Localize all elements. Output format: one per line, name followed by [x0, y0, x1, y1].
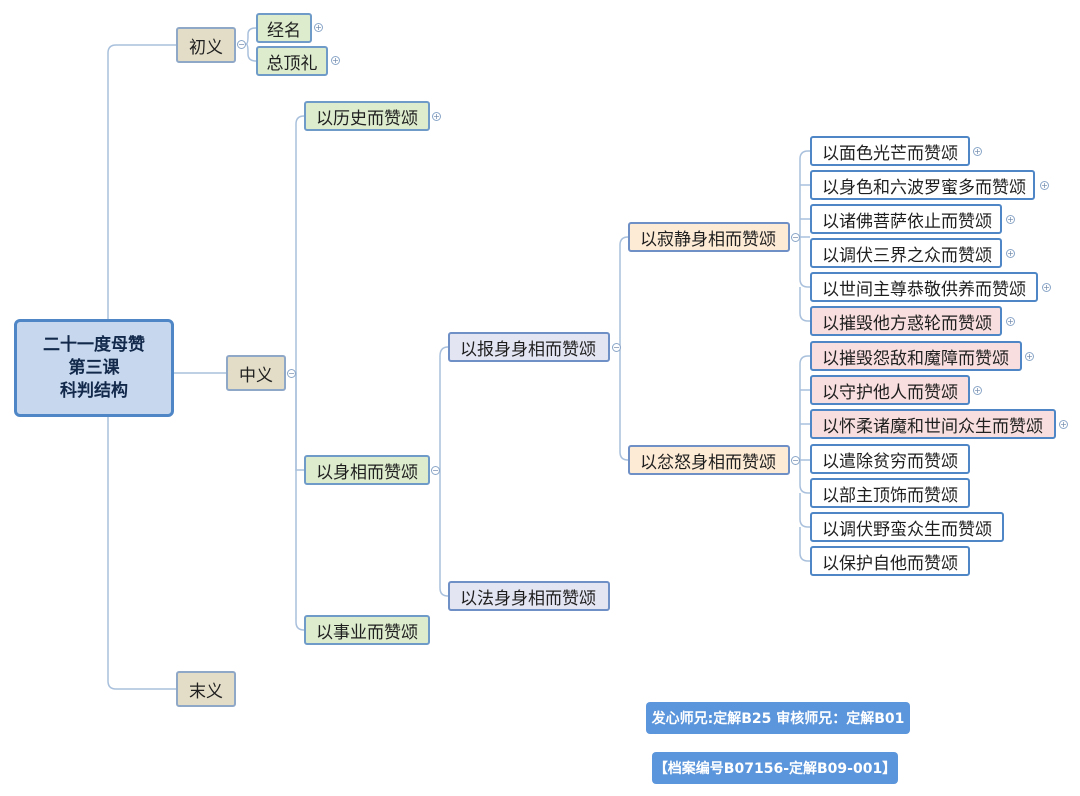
archive-number-note: 【档案编号B07156-定解B09-001】 — [652, 752, 898, 784]
collapsed-marker-icon[interactable]: + — [331, 56, 340, 65]
leaf-node[interactable]: 以保护自他而赞颂 — [810, 546, 970, 576]
node-baoshen[interactable]: 以报身身相而赞颂 — [448, 332, 610, 362]
collapsed-marker-icon[interactable]: + — [314, 23, 323, 32]
root-node[interactable]: 二十一度母赞 第三课 科判结构 — [14, 319, 174, 417]
collapsed-marker-icon[interactable]: + — [1006, 317, 1015, 326]
node-shenxiang[interactable]: 以身相而赞颂 — [304, 455, 430, 485]
node-label: 以怀柔诸魔和世间众生而赞颂 — [822, 416, 1043, 437]
reviewer-credit-note: 发心师兄:定解B25 审核师兄：定解B01 — [646, 702, 910, 734]
node-label: 以面色光芒而赞颂 — [822, 143, 958, 164]
node-label: 以身相而赞颂 — [316, 462, 418, 483]
node-label: 以报身身相而赞颂 — [460, 339, 596, 360]
collapsed-marker-icon[interactable]: + — [432, 112, 441, 121]
leaf-node[interactable]: 以部主顶饰而赞颂 — [810, 478, 970, 508]
leaf-node[interactable]: 以面色光芒而赞颂 — [810, 136, 970, 166]
expand-toggle-icon[interactable]: − — [791, 456, 800, 465]
leaf-node[interactable]: 以诸佛菩萨依止而赞颂 — [810, 204, 1002, 234]
leaf-node[interactable]: 以世间主尊恭敬供养而赞颂 — [810, 272, 1038, 302]
collapsed-marker-icon[interactable]: + — [1040, 181, 1049, 190]
node-label: 以事业而赞颂 — [316, 622, 418, 643]
node-label: 中义 — [239, 365, 273, 386]
leaf-node[interactable]: 以调伏三界之众而赞颂 — [810, 238, 1002, 268]
collapsed-marker-icon[interactable]: + — [1025, 352, 1034, 361]
node-label: 以摧毁怨敌和魔障而赞颂 — [822, 348, 1009, 369]
leaf-node[interactable]: 以摧毁他方惑轮而赞颂 — [810, 306, 1002, 336]
leaf-node[interactable]: 以调伏野蛮众生而赞颂 — [810, 512, 1004, 542]
node-fennu[interactable]: 以忿怒身相而赞颂 — [628, 445, 790, 475]
expand-toggle-icon[interactable]: − — [612, 343, 621, 352]
collapsed-marker-icon[interactable]: + — [1006, 249, 1015, 258]
node-label: 以寂静身相而赞颂 — [640, 229, 776, 250]
note-label: 【档案编号B07156-定解B09-001】 — [653, 761, 897, 777]
leaf-node[interactable]: 以怀柔诸魔和世间众生而赞颂 — [810, 409, 1056, 439]
collapsed-marker-icon[interactable]: + — [1042, 283, 1051, 292]
node-jijing[interactable]: 以寂静身相而赞颂 — [628, 222, 790, 252]
node-label: 经名 — [267, 20, 301, 41]
node-jingming[interactable]: 经名 — [256, 13, 312, 43]
node-label: 以部主顶饰而赞颂 — [822, 485, 958, 506]
root-title-line-1: 二十一度母赞 — [43, 334, 145, 355]
node-chuyi[interactable]: 初义 — [176, 27, 236, 63]
node-label: 总顶礼 — [266, 53, 318, 74]
node-label: 以世间主尊恭敬供养而赞颂 — [822, 279, 1026, 300]
collapsed-marker-icon[interactable]: + — [1059, 420, 1068, 429]
collapsed-marker-icon[interactable]: + — [973, 386, 982, 395]
node-zongdingli[interactable]: 总顶礼 — [256, 46, 328, 76]
node-label: 以调伏野蛮众生而赞颂 — [822, 519, 992, 540]
expand-toggle-icon[interactable]: − — [287, 369, 296, 378]
collapsed-marker-icon[interactable]: + — [973, 147, 982, 156]
node-zhongyi[interactable]: 中义 — [226, 355, 286, 391]
node-label: 以法身身相而赞颂 — [460, 588, 596, 609]
node-label: 以忿怒身相而赞颂 — [640, 452, 776, 473]
node-label: 以历史而赞颂 — [316, 108, 418, 129]
node-label: 以守护他人而赞颂 — [822, 382, 958, 403]
collapsed-marker-icon[interactable]: + — [1006, 215, 1015, 224]
root-title-line-2: 第三课 — [68, 357, 120, 378]
node-fashen[interactable]: 以法身身相而赞颂 — [448, 581, 610, 611]
node-label: 以调伏三界之众而赞颂 — [822, 245, 992, 266]
node-label: 初义 — [189, 37, 223, 58]
leaf-node[interactable]: 以身色和六波罗蜜多而赞颂 — [810, 170, 1035, 200]
node-label: 以遣除贫穷而赞颂 — [822, 451, 958, 472]
root-label: 二十一度母赞 第三课 科判结构 — [43, 334, 145, 403]
node-moyi[interactable]: 末义 — [176, 671, 236, 707]
note-label: 发心师兄:定解B25 审核师兄：定解B01 — [651, 711, 905, 727]
leaf-node[interactable]: 以遣除贫穷而赞颂 — [810, 444, 970, 474]
root-title-line-3: 科判结构 — [60, 380, 128, 401]
node-label: 以诸佛菩萨依止而赞颂 — [822, 211, 992, 232]
node-label: 以身色和六波罗蜜多而赞颂 — [822, 177, 1026, 198]
expand-toggle-icon[interactable]: − — [791, 233, 800, 242]
node-label: 以摧毁他方惑轮而赞颂 — [822, 313, 992, 334]
leaf-node[interactable]: 以摧毁怨敌和魔障而赞颂 — [810, 341, 1022, 371]
leaf-node[interactable]: 以守护他人而赞颂 — [810, 375, 970, 405]
node-lishi[interactable]: 以历史而赞颂 — [304, 101, 430, 131]
expand-toggle-icon[interactable]: − — [431, 466, 440, 475]
node-label: 以保护自他而赞颂 — [822, 553, 958, 574]
node-label: 末义 — [189, 681, 223, 702]
node-shiye[interactable]: 以事业而赞颂 — [304, 615, 430, 645]
expand-toggle-icon[interactable]: − — [237, 40, 246, 49]
